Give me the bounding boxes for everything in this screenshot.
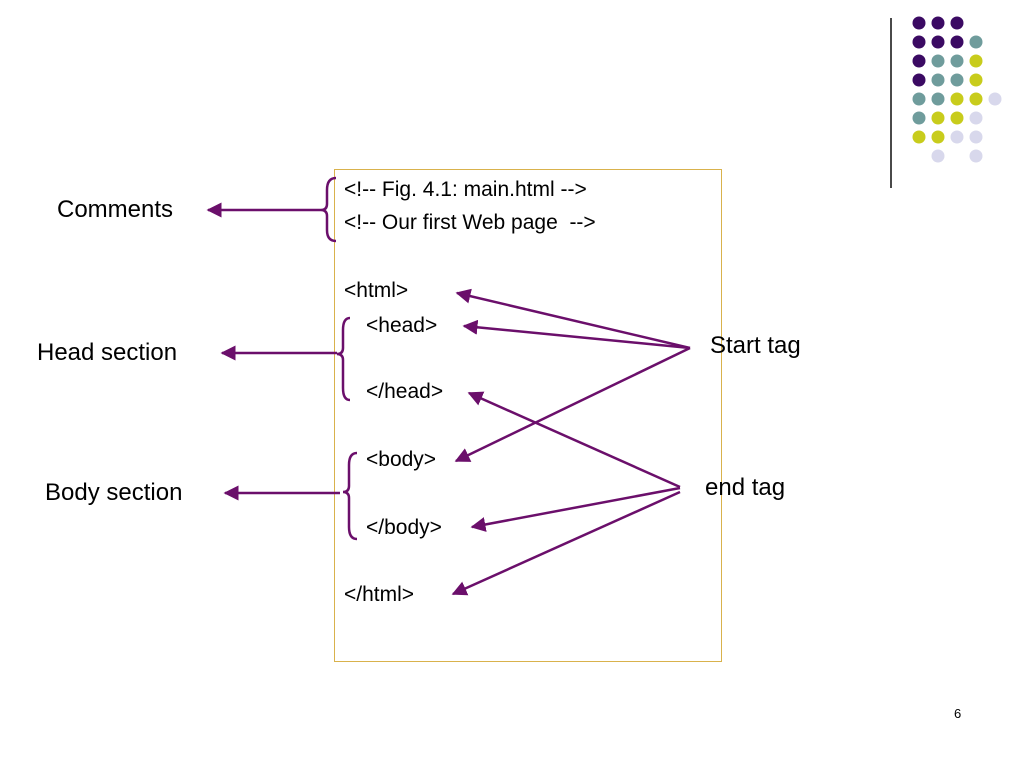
decorative-dot — [969, 73, 983, 87]
arrow-end-head — [467, 391, 681, 489]
code-line-comment-2: <!-- Our first Web page --> — [344, 211, 596, 234]
decorative-dot — [931, 54, 945, 68]
decorative-dot — [950, 54, 964, 68]
decorative-dot — [931, 35, 945, 49]
decorative-dot — [912, 130, 926, 144]
code-line-comment-1: <!-- Fig. 4.1: main.html --> — [344, 178, 587, 201]
page-number: 6 — [954, 706, 962, 721]
decorative-dot — [969, 111, 983, 125]
decorative-dot — [931, 111, 945, 125]
arrow-start-body — [454, 346, 691, 463]
decorative-dot — [950, 130, 964, 144]
decorative-dot — [931, 73, 945, 87]
decorative-dot — [912, 54, 926, 68]
label-comments: Comments — [57, 196, 174, 223]
decorative-dot — [969, 35, 983, 49]
code-line-body-close: </body> — [366, 516, 442, 539]
decorative-dot — [931, 92, 945, 106]
code-line-html-close: </html> — [344, 583, 415, 606]
label-body-section: Body section — [45, 479, 183, 506]
decorative-dot — [950, 35, 964, 49]
label-head-section: Head section — [37, 339, 178, 366]
code-box — [334, 169, 722, 662]
arrow-start-head — [462, 319, 691, 350]
code-line-head-open: <head> — [366, 314, 438, 337]
arrow-end-html — [451, 490, 681, 596]
brace-head — [336, 316, 351, 402]
decorative-dot — [931, 149, 945, 163]
decorative-dot — [912, 16, 926, 30]
label-start-tag: Start tag — [710, 332, 801, 359]
decorative-dot — [969, 54, 983, 68]
decorative-dot — [931, 16, 945, 30]
decorative-dot-grid — [912, 16, 1002, 163]
code-line-html-open: <html> — [344, 279, 409, 302]
label-end-tag: end tag — [705, 474, 786, 501]
decorative-divider-line — [890, 18, 892, 188]
code-line-body-open: <body> — [366, 448, 437, 471]
decorative-dot — [950, 111, 964, 125]
arrow-start-html — [455, 288, 691, 350]
decorative-dot — [912, 35, 926, 49]
decorative-dot — [912, 111, 926, 125]
decorative-dot — [950, 73, 964, 87]
decorative-dot — [969, 92, 983, 106]
code-line-head-close: </head> — [366, 380, 444, 403]
decorative-dot — [912, 73, 926, 87]
decorative-dot — [931, 130, 945, 144]
decorative-dot — [950, 92, 964, 106]
brace-comments — [320, 176, 337, 243]
decorative-dot — [969, 130, 983, 144]
decorative-dot — [969, 149, 983, 163]
decorative-dot — [950, 16, 964, 30]
decorative-dot — [912, 92, 926, 106]
decorative-dot — [988, 92, 1002, 106]
arrow-end-body — [470, 486, 681, 532]
brace-body — [342, 451, 358, 541]
